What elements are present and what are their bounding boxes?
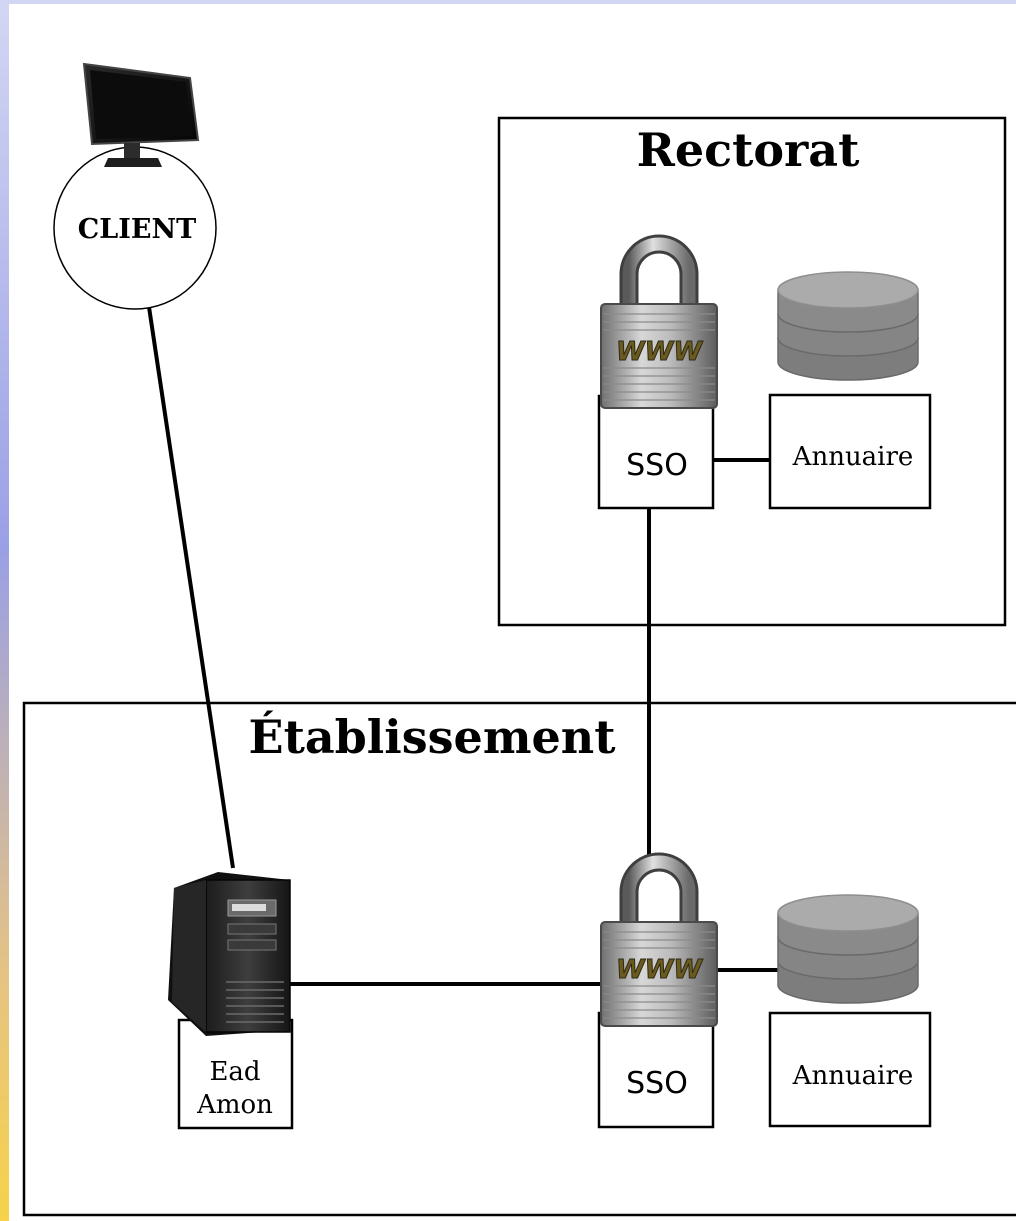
etab-annuaire-label: Annuaire <box>792 1061 914 1091</box>
padlock-www-text: WWW <box>616 337 703 367</box>
etab-annuaire-node: Annuaire <box>768 894 932 1128</box>
rectorat-sso-box <box>597 394 715 510</box>
padlock-www-icon: WWW <box>601 244 717 408</box>
client-label: CLIENT <box>78 214 196 245</box>
rectorat-sso-label: SSO <box>626 448 688 483</box>
etab-sso-label: SSO <box>626 1066 688 1101</box>
rectorat-zone <box>497 116 1007 627</box>
database-icon <box>777 894 919 1004</box>
etab-server-label-line1: Ead <box>209 1057 260 1087</box>
etab-annuaire-box <box>768 1011 932 1128</box>
rectorat-annuaire-box <box>768 393 932 510</box>
server-tower-icon <box>168 872 291 1036</box>
link-client-to-server <box>147 306 235 869</box>
rectorat-annuaire-node: Annuaire <box>768 271 932 510</box>
etab-server-node: Ead Amon <box>168 872 294 1130</box>
etablissement-title: Établissement <box>249 709 617 764</box>
monitor-icon <box>82 62 200 167</box>
etab-server-box <box>177 1018 294 1130</box>
padlock-www-icon: WWW <box>601 862 717 1026</box>
rectorat-title: Rectorat <box>637 123 860 177</box>
etab-server-label-line2: Amon <box>196 1090 273 1120</box>
slide-edge-strip <box>0 0 9 1221</box>
slide-top-strip <box>0 0 1016 4</box>
etab-sso-box <box>597 1011 715 1129</box>
rectorat-annuaire-label: Annuaire <box>792 442 914 472</box>
rectorat-sso-node: WWW SSO <box>597 244 717 510</box>
padlock-www-text: WWW <box>616 955 703 985</box>
client-node: CLIENT <box>53 62 217 310</box>
database-icon <box>777 271 919 381</box>
etab-sso-node: WWW SSO <box>597 862 717 1129</box>
